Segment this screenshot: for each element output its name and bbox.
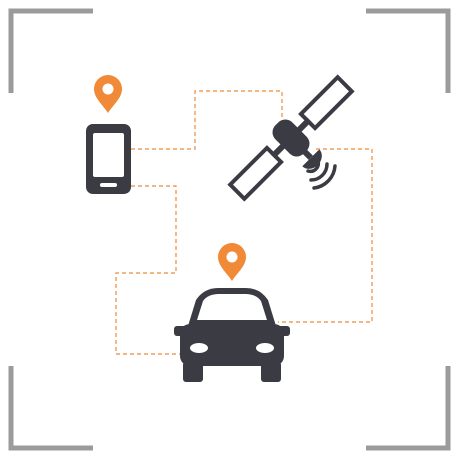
smartphone-icon <box>86 124 131 194</box>
corner-bracket-icon <box>8 8 93 93</box>
dashed-connection-line <box>131 90 283 150</box>
dashed-connection-line <box>278 148 373 323</box>
satellite-icon <box>227 74 355 202</box>
car-icon <box>174 288 290 382</box>
signal-waves-icon <box>306 159 337 190</box>
corner-bracket-icon <box>366 366 451 451</box>
corner-bracket-icon <box>8 366 93 451</box>
location-pin-icon <box>218 243 246 281</box>
dashed-connection-line <box>115 185 181 355</box>
corner-bracket-icon <box>366 8 451 93</box>
location-pin-icon <box>94 75 122 113</box>
